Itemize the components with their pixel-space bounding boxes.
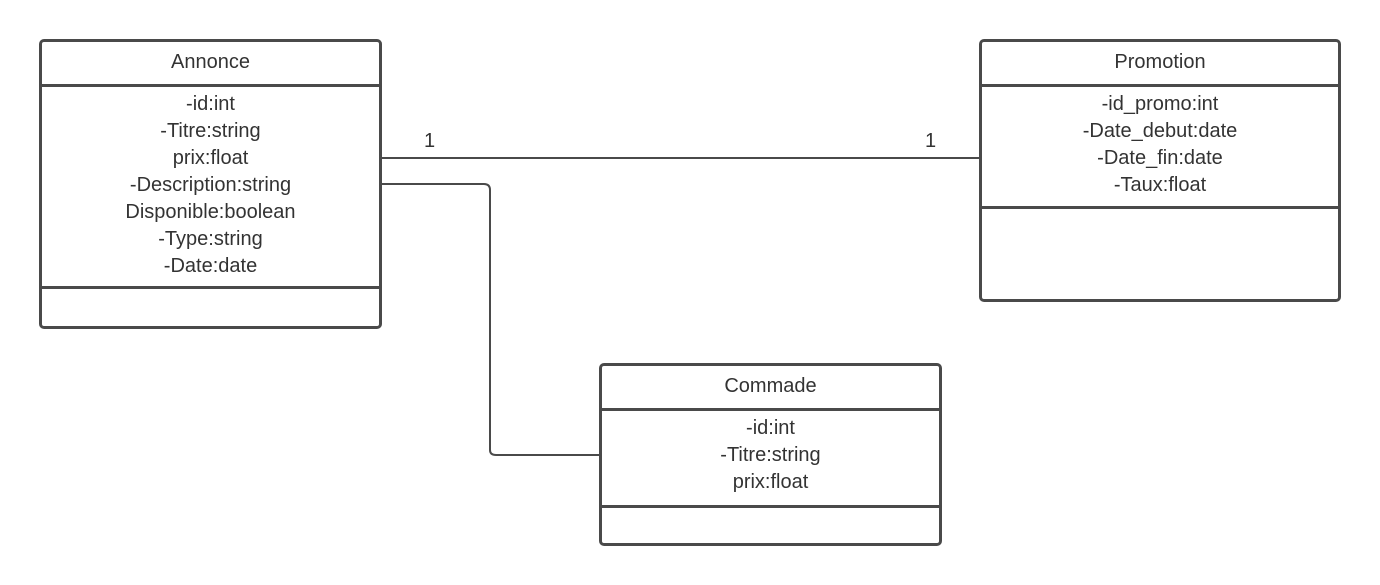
attribute: -id_promo:int — [1101, 93, 1219, 115]
class-name: Commade — [602, 366, 939, 411]
attribute: prix:float — [732, 471, 809, 493]
attribute: -id:int — [746, 417, 795, 439]
class-annonce[interactable]: Annonce -id:int -Titre:string prix:float… — [39, 39, 382, 329]
attribute: -id:int — [186, 93, 235, 115]
multiplicity-annonce-end: 1 — [424, 130, 436, 152]
attribute: -Titre:string — [160, 120, 261, 142]
attribute: -Date_debut:date — [1082, 120, 1238, 142]
class-commade[interactable]: Commade -id:int -Titre:string prix:float — [599, 363, 942, 546]
attributes-section: -id_promo:int -Date_debut:date -Date_fin… — [982, 87, 1338, 209]
class-promotion[interactable]: Promotion -id_promo:int -Date_debut:date… — [979, 39, 1341, 302]
attributes-section: -id:int -Titre:string prix:float — [602, 411, 939, 508]
attributes-section: -id:int -Titre:string prix:float -Descri… — [42, 87, 379, 289]
class-name: Promotion — [982, 42, 1338, 87]
attribute: -Description:string — [129, 174, 292, 196]
attribute: -Date:date — [163, 255, 258, 277]
attribute: prix:float — [172, 147, 249, 169]
attribute: -Titre:string — [720, 444, 821, 466]
association-annonce-commade[interactable] — [382, 183, 599, 456]
attribute: -Type:string — [158, 228, 263, 250]
attribute: -Date_fin:date — [1097, 147, 1223, 169]
attribute: -Taux:float — [1113, 174, 1207, 196]
attribute: Disponible:boolean — [125, 201, 296, 223]
class-name: Annonce — [42, 42, 379, 87]
multiplicity-promotion-end: 1 — [925, 130, 937, 152]
